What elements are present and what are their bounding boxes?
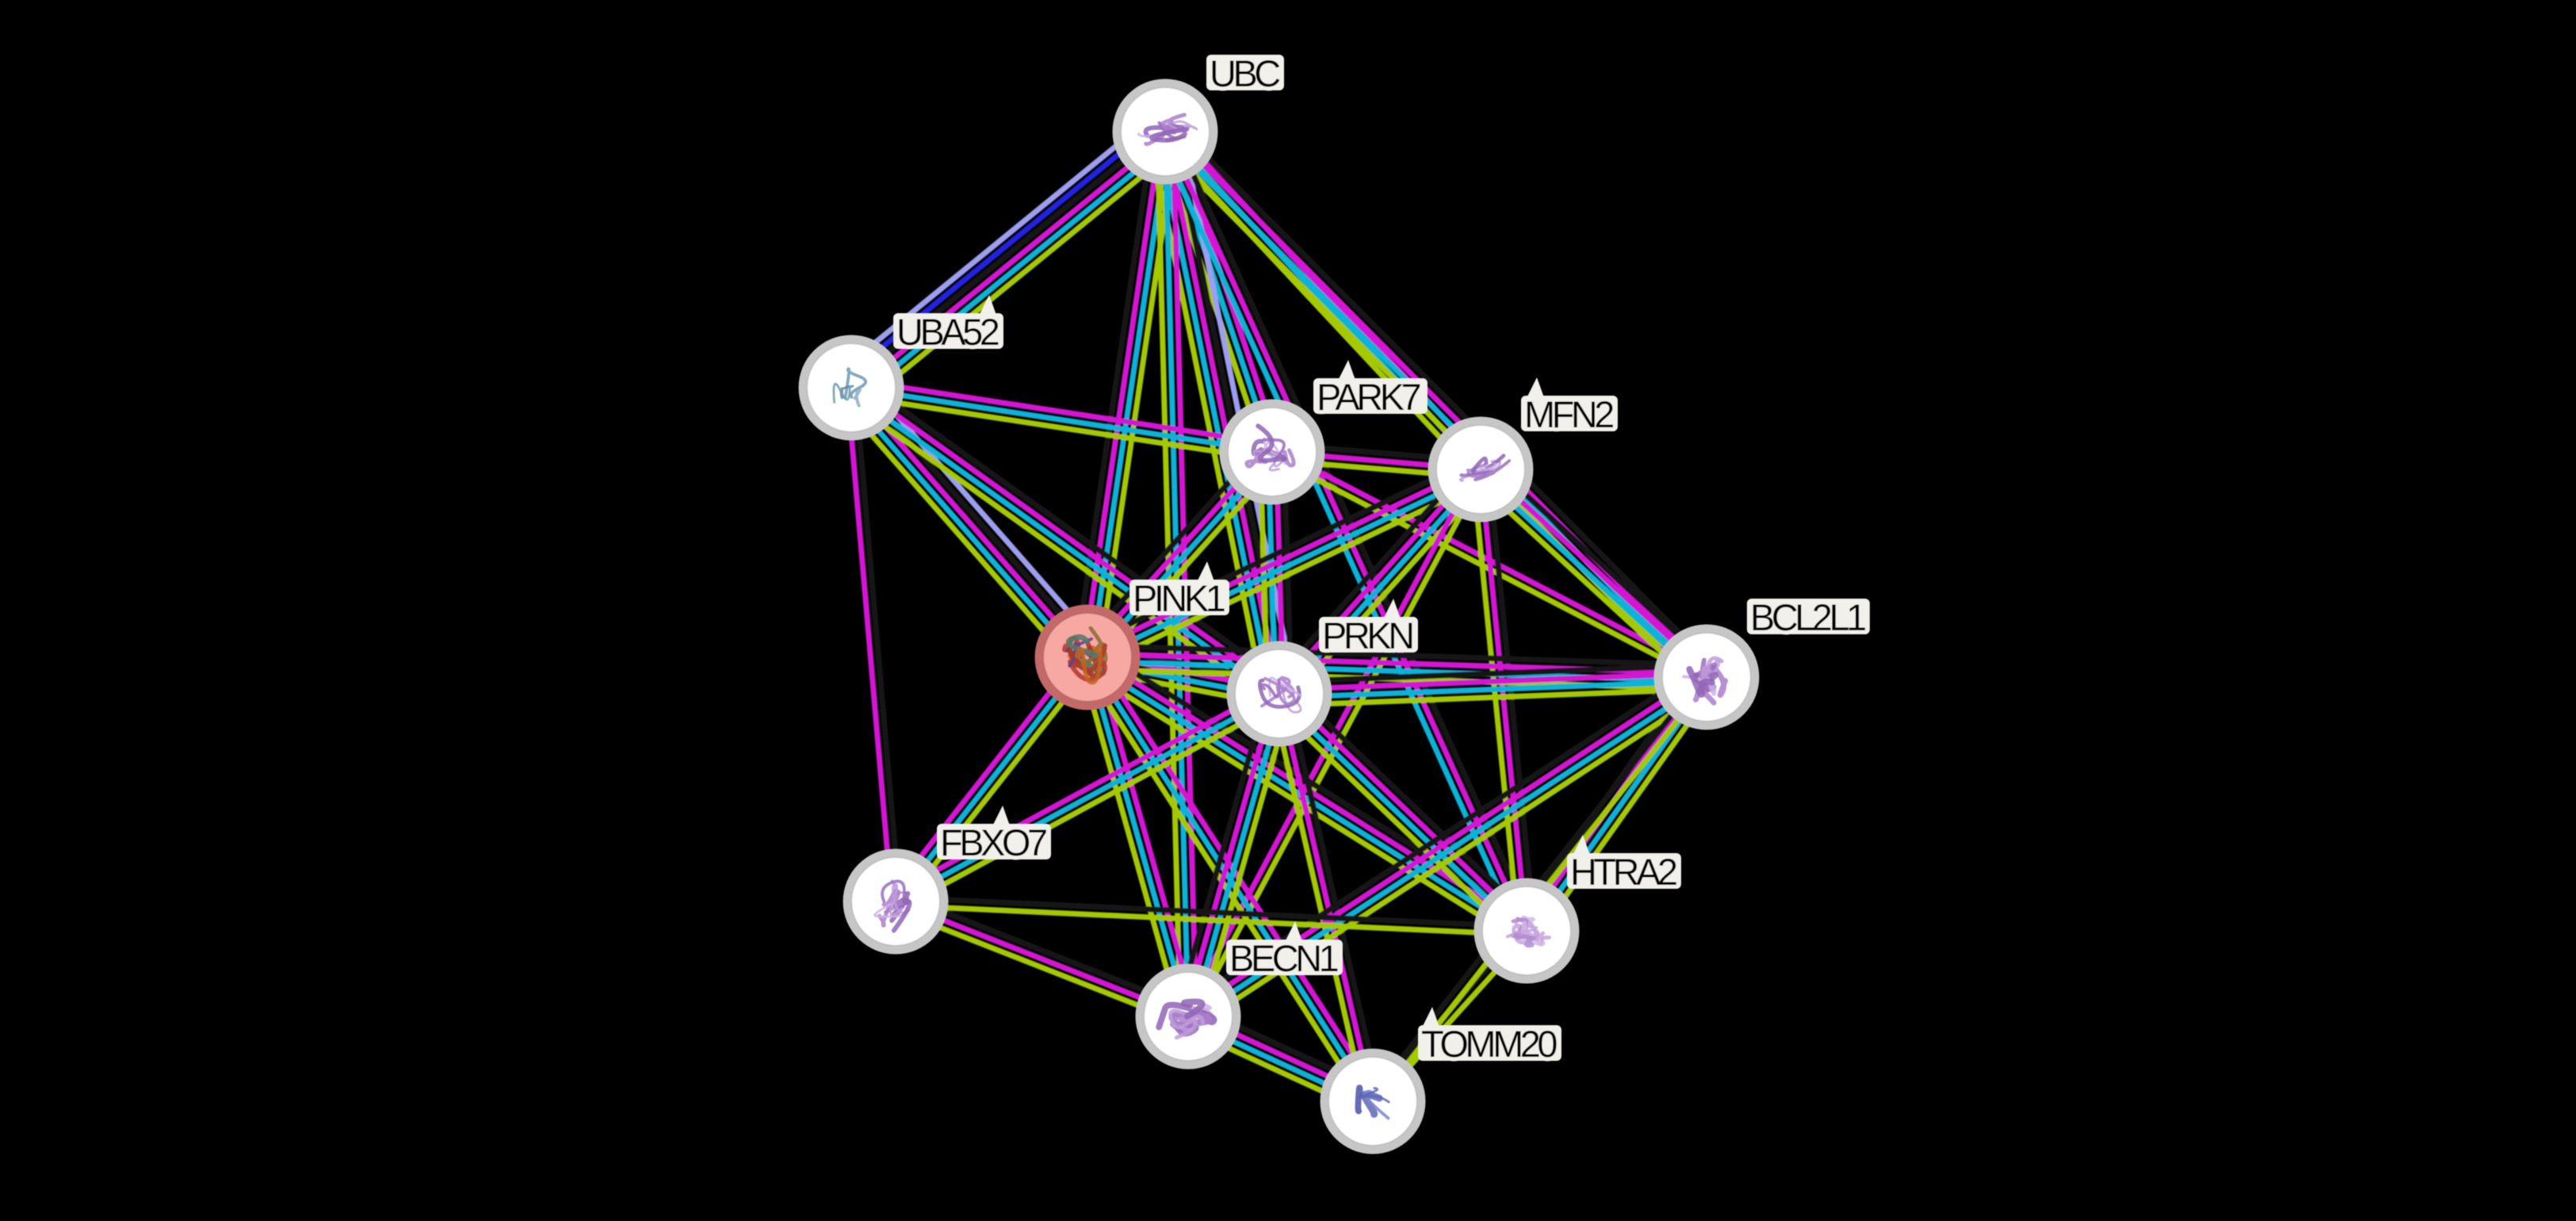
svg-text:TOMM20: TOMM20 <box>1421 1023 1557 1065</box>
svg-text:PARK7: PARK7 <box>1317 376 1420 418</box>
svg-text:BCL2L1: BCL2L1 <box>1750 596 1865 638</box>
svg-text:MFN2: MFN2 <box>1524 393 1613 435</box>
svg-text:UBC: UBC <box>1210 52 1280 94</box>
svg-text:UBC: UBC <box>1210 52 1280 94</box>
svg-text:PRKN: PRKN <box>1322 614 1412 656</box>
svg-text:BECN1: BECN1 <box>1229 937 1338 979</box>
svg-text:PARK7: PARK7 <box>1317 376 1420 418</box>
svg-text:UBA52: UBA52 <box>896 311 999 353</box>
svg-text:PRKN: PRKN <box>1322 614 1412 656</box>
svg-text:FBXO7: FBXO7 <box>940 821 1046 863</box>
svg-text:BCL2L1: BCL2L1 <box>1750 596 1865 638</box>
svg-text:HTRA2: HTRA2 <box>1570 851 1676 893</box>
svg-text:BECN1: BECN1 <box>1229 937 1338 979</box>
svg-text:MFN2: MFN2 <box>1524 393 1613 435</box>
svg-text:PINK1: PINK1 <box>1133 577 1225 619</box>
svg-text:PINK1: PINK1 <box>1133 577 1225 619</box>
svg-text:TOMM20: TOMM20 <box>1421 1023 1557 1065</box>
svg-text:FBXO7: FBXO7 <box>940 821 1046 863</box>
svg-text:HTRA2: HTRA2 <box>1570 851 1676 893</box>
svg-text:UBA52: UBA52 <box>896 311 999 353</box>
